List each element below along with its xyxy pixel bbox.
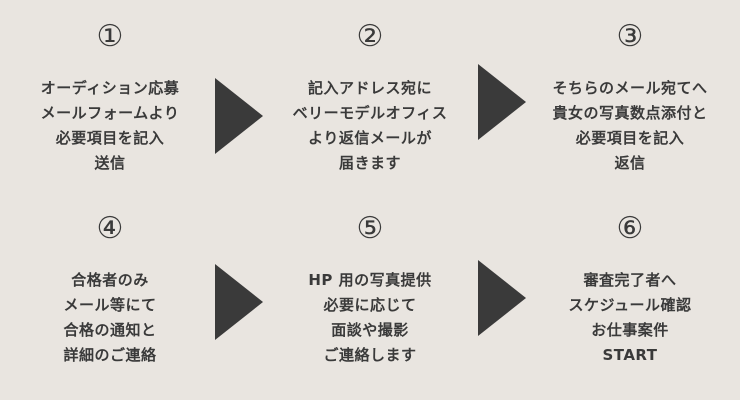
step-line: 返信 — [614, 154, 646, 172]
arrow-right-icon — [478, 64, 526, 140]
step-3: ③ そちらのメール宛てへ 貴女の写真数点添付と 必要項目を記入 返信 — [520, 20, 740, 176]
step-description: HP 用の写真提供 必要に応じて 面談や撮影 ご連絡します — [260, 268, 480, 368]
arrow-right-icon — [215, 264, 263, 340]
step-description: 審査完了者へ スケジュール確認 お仕事案件 START — [520, 268, 740, 368]
arrow-right-icon — [215, 78, 263, 154]
step-line: ベリーモデルオフィス — [292, 104, 448, 122]
step-number: ⑤ — [356, 211, 384, 246]
step-line: HP 用の写真提供 — [308, 271, 432, 289]
step-2: ② 記入アドレス宛に ベリーモデルオフィス より返信メールが 届きます — [260, 20, 480, 176]
step-line: 審査完了者へ — [583, 271, 677, 289]
step-number: ① — [96, 19, 124, 54]
step-line: より返信メールが — [308, 129, 432, 147]
step-line: 必要に応じて — [323, 296, 417, 314]
step-description: オーディション応募 メールフォームより 必要項目を記入 送信 — [0, 76, 220, 176]
step-line: お仕事案件 — [591, 321, 669, 339]
arrow-right-icon — [478, 260, 526, 336]
step-line: 送信 — [94, 154, 126, 172]
step-line: オーディション応募 — [40, 79, 180, 97]
step-line: 記入アドレス宛に — [307, 79, 432, 97]
step-number: ③ — [616, 19, 644, 54]
step-line: 届きます — [338, 154, 401, 172]
step-4: ④ 合格者のみ メール等にて 合格の通知と 詳細のご連絡 — [0, 212, 220, 368]
step-line: メールフォームより — [40, 104, 180, 122]
step-line: スケジュール確認 — [568, 296, 692, 314]
step-line: 必要項目を記入 — [575, 129, 685, 147]
step-line: START — [602, 346, 658, 364]
step-line: 面談や撮影 — [331, 321, 409, 339]
step-description: 記入アドレス宛に ベリーモデルオフィス より返信メールが 届きます — [260, 76, 480, 176]
step-description: 合格者のみ メール等にて 合格の通知と 詳細のご連絡 — [0, 268, 220, 368]
step-line: そちらのメール宛てへ — [552, 79, 708, 97]
step-line: 詳細のご連絡 — [63, 346, 157, 364]
step-line: 貴女の写真数点添付と — [552, 104, 708, 122]
step-number: ④ — [96, 211, 124, 246]
step-number: ⑥ — [616, 211, 644, 246]
step-line: 必要項目を記入 — [55, 129, 165, 147]
step-line: 合格者のみ — [71, 271, 149, 289]
step-line: メール等にて — [63, 296, 157, 314]
step-line: 合格の通知と — [63, 321, 157, 339]
step-number: ② — [356, 19, 384, 54]
step-description: そちらのメール宛てへ 貴女の写真数点添付と 必要項目を記入 返信 — [520, 76, 740, 176]
step-5: ⑤ HP 用の写真提供 必要に応じて 面談や撮影 ご連絡します — [260, 212, 480, 368]
step-line: ご連絡します — [323, 346, 417, 364]
step-6: ⑥ 審査完了者へ スケジュール確認 お仕事案件 START — [520, 212, 740, 368]
step-1: ① オーディション応募 メールフォームより 必要項目を記入 送信 — [0, 20, 220, 176]
